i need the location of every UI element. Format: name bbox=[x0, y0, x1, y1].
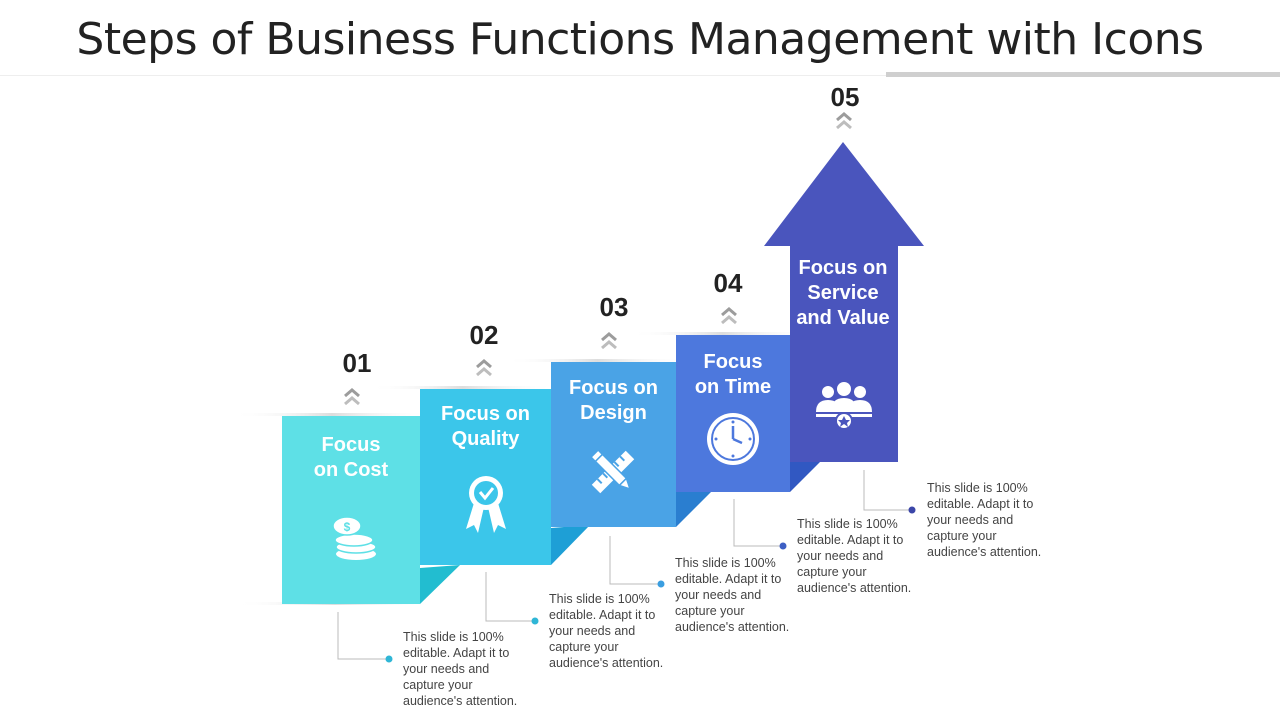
step-2-label-line: Quality bbox=[451, 428, 520, 450]
step-3-label-line: Focus on bbox=[569, 377, 658, 399]
step-4-label-line: on Time bbox=[694, 376, 772, 398]
desc-line: audience's attention. bbox=[797, 581, 912, 595]
leader-line-4 bbox=[733, 499, 783, 547]
step-1-label-line: on Cost bbox=[313, 459, 389, 481]
desc-line: editable. Adapt it to bbox=[403, 646, 510, 660]
step-3-block bbox=[551, 362, 676, 527]
coins-icon: $ bbox=[332, 516, 377, 560]
desc-line: This slide is 100% bbox=[403, 630, 504, 644]
step-3-label: Focus on Design bbox=[551, 376, 676, 426]
desc-line: your needs and bbox=[675, 588, 762, 602]
step-4-description: This slide is 100% editable. Adapt it to… bbox=[797, 516, 957, 596]
desc-line: editable. Adapt it to bbox=[549, 608, 656, 622]
step-4-number: 04 bbox=[713, 268, 743, 298]
step-2-shelf bbox=[370, 386, 555, 389]
chevron-up-icon bbox=[601, 332, 617, 350]
desc-line: capture your bbox=[403, 678, 473, 692]
step-3-label-line: Design bbox=[580, 402, 647, 424]
step-1-description: This slide is 100% editable. Adapt it to… bbox=[403, 629, 563, 709]
clock-icon bbox=[707, 413, 759, 465]
desc-line: audience's attention. bbox=[549, 656, 664, 670]
step-3-shelf bbox=[505, 359, 690, 362]
chevron-up-icon bbox=[476, 359, 492, 377]
step-4-label-line: Focus bbox=[703, 351, 763, 373]
desc-line: your needs and bbox=[549, 624, 636, 638]
title-divider bbox=[886, 72, 1280, 77]
leader-dot-1 bbox=[385, 655, 393, 663]
leader-line-5 bbox=[863, 470, 912, 511]
step-3-description: This slide is 100% editable. Adapt it to… bbox=[675, 555, 835, 635]
step-1-label: Focus on Cost bbox=[282, 433, 420, 483]
step-5-number: 05 bbox=[830, 82, 860, 112]
step-4-fold bbox=[790, 460, 822, 492]
step-2-label-line: Focus on bbox=[441, 403, 530, 425]
leader-dot-4 bbox=[779, 542, 787, 550]
step-5-label-line: Service bbox=[807, 282, 879, 304]
pencil-ruler-icon bbox=[590, 449, 635, 494]
leader-line-2 bbox=[485, 572, 535, 622]
step-1-number: 01 bbox=[342, 348, 372, 378]
desc-line: This slide is 100% bbox=[549, 592, 650, 606]
desc-line: This slide is 100% bbox=[797, 517, 898, 531]
desc-line: capture your bbox=[549, 640, 619, 654]
step-5-label: Focus on Service and Value bbox=[786, 256, 900, 331]
step-3-fold bbox=[676, 489, 714, 527]
desc-line: editable. Adapt it to bbox=[927, 497, 1034, 511]
step-5-arrow bbox=[764, 142, 924, 462]
chevron-up-icon bbox=[721, 307, 737, 325]
award-badge-icon bbox=[466, 476, 506, 533]
step-5-label-line: Focus on bbox=[798, 257, 888, 279]
step-2-number: 02 bbox=[469, 320, 499, 350]
desc-line: capture your bbox=[797, 565, 867, 579]
step-1-fold bbox=[420, 565, 460, 604]
desc-line: audience's attention. bbox=[675, 620, 790, 634]
page-title: Steps of Business Functions Management w… bbox=[76, 14, 1204, 65]
leader-dot-3 bbox=[657, 580, 665, 588]
step-5-label-line: and Value bbox=[796, 307, 890, 329]
step-2-description: This slide is 100% editable. Adapt it to… bbox=[549, 591, 709, 671]
desc-line: your needs and bbox=[403, 662, 490, 676]
desc-line: audience's attention. bbox=[927, 545, 1042, 559]
desc-line: editable. Adapt it to bbox=[797, 533, 904, 547]
desc-line: audience's attention. bbox=[403, 694, 518, 708]
leader-dot-2 bbox=[531, 617, 539, 625]
step-4-label: Focus on Time bbox=[676, 350, 790, 400]
chevron-up-icon bbox=[344, 388, 360, 406]
step-2-label: Focus on Quality bbox=[420, 402, 551, 452]
svg-text:$: $ bbox=[344, 520, 351, 534]
step-1-block bbox=[282, 416, 420, 604]
desc-line: editable. Adapt it to bbox=[675, 572, 782, 586]
step-2-fold bbox=[551, 525, 590, 565]
leader-line-1 bbox=[337, 612, 389, 660]
desc-line: This slide is 100% bbox=[927, 481, 1028, 495]
step-3-number: 03 bbox=[599, 292, 629, 322]
desc-line: capture your bbox=[927, 529, 997, 543]
step-1-shelf bbox=[232, 413, 432, 416]
desc-line: This slide is 100% bbox=[675, 556, 776, 570]
desc-line: your needs and bbox=[927, 513, 1014, 527]
step-1-label-line: Focus bbox=[321, 434, 381, 456]
title-divider-thin bbox=[0, 75, 886, 76]
step-4-shelf bbox=[630, 332, 815, 335]
leader-line-3 bbox=[609, 536, 661, 585]
leader-dot-5 bbox=[908, 506, 916, 514]
desc-line: your needs and bbox=[797, 549, 884, 563]
team-award-icon bbox=[816, 382, 872, 430]
desc-line: capture your bbox=[675, 604, 745, 618]
step-5-description: This slide is 100% editable. Adapt it to… bbox=[927, 480, 1087, 560]
chevron-up-icon bbox=[836, 112, 852, 130]
